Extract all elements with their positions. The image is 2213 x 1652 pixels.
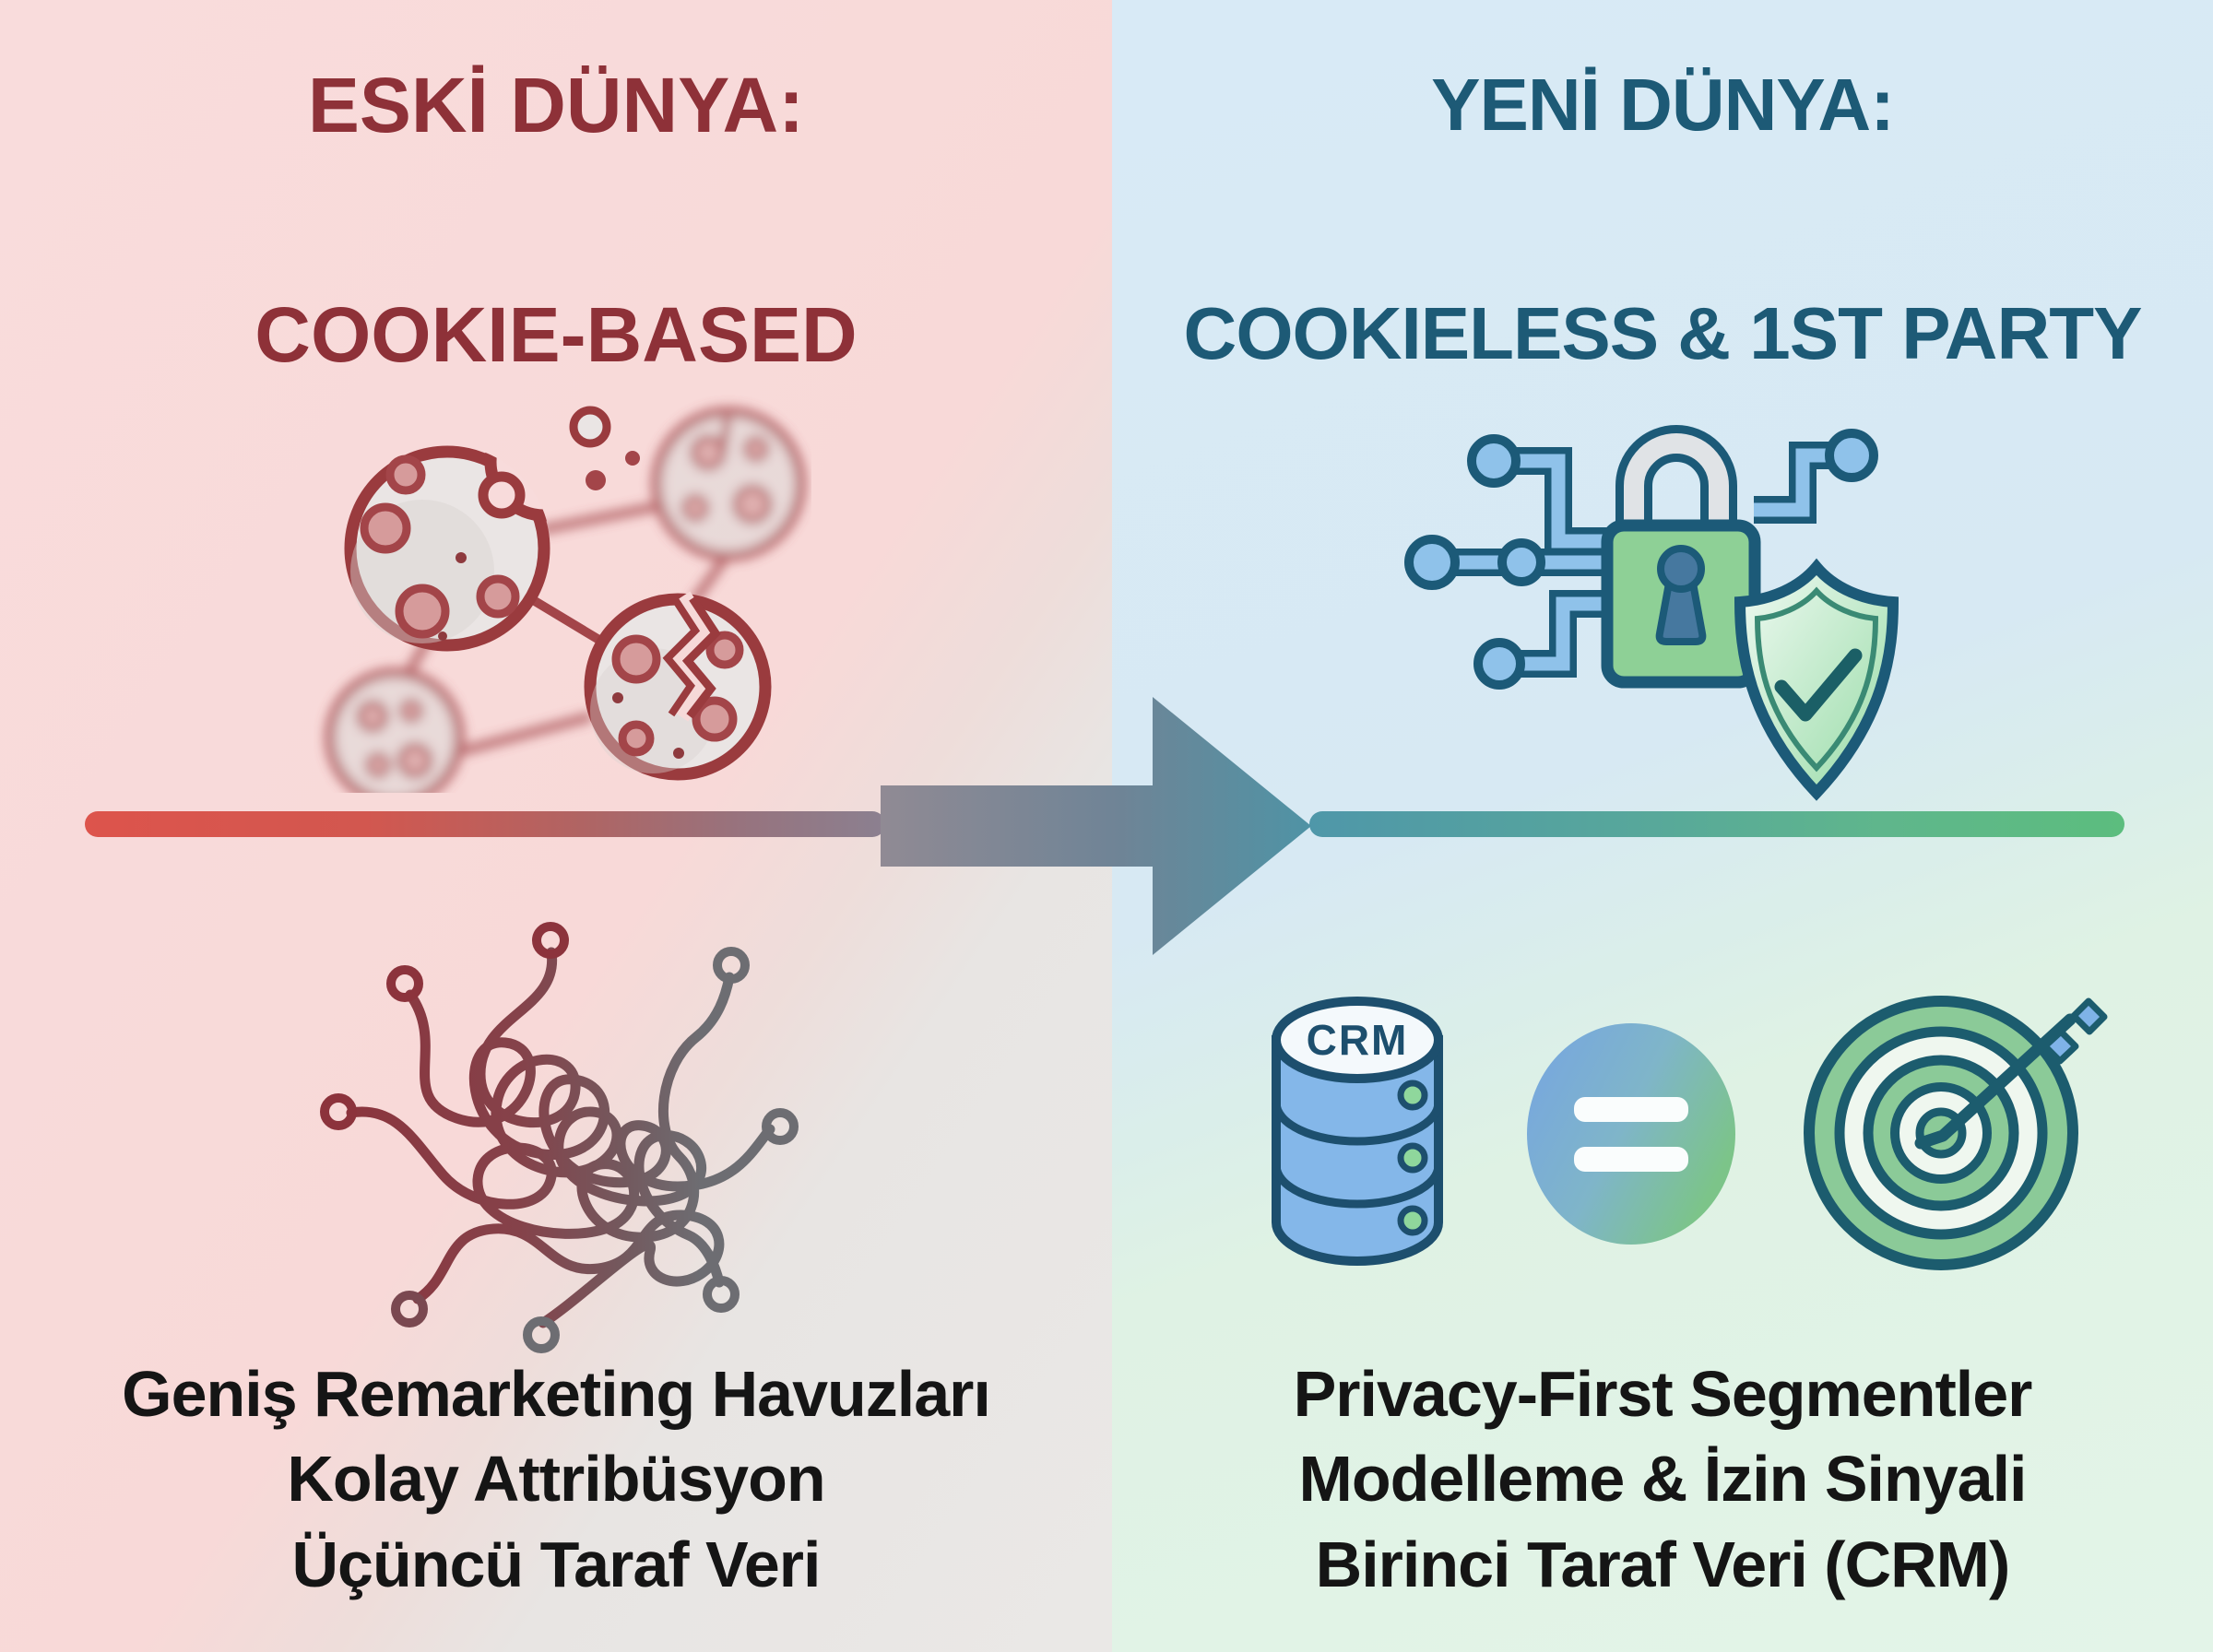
circuit-lines [1404,429,1878,690]
shield-checkmark [1734,558,1899,801]
database-cylinder: CRM [1272,997,1443,1266]
right-title-line2: COOKIELESS & 1ST PARTY [1183,292,2143,374]
left-panel-title: ESKİ DÜNYA: COOKIE-BASED [0,48,1112,392]
tangle-paths [346,947,775,1328]
feature-line: Privacy-First Segmentler [1293,1358,2033,1430]
broken-cookie-network-icon [314,355,811,793]
right-panel-title: YENİ DÜNYA: COOKIELESS & 1ST PARTY [1112,48,2213,391]
equals-icon [1526,1021,1738,1247]
blurred-cookie-top-right [651,407,806,561]
arrow-in-target [1914,997,2108,1150]
cookie-crumb [569,406,611,448]
tangled-lines-icon [309,908,825,1360]
right-feature-list: Privacy-First Segmentler Modelleme & İzi… [1112,1351,2213,1607]
keyhole [1655,545,1707,645]
lock-circuit-shield-icon [1383,419,1936,816]
right-title-line1: YENİ DÜNYA: [1431,64,1895,146]
timeline-green-line [1309,811,2124,837]
padlock-shackle [1615,425,1737,530]
feature-line: Modelleme & İzin Sinyali [1298,1443,2028,1516]
tangle-thread-ends [320,922,799,1353]
left-feature-list: Geniş Remarketing Havuzları Kolay Attrib… [0,1351,1112,1607]
blurred-cookie-bottom-left [325,667,465,793]
left-title-line2: COOKIE-BASED [254,290,858,378]
blurred-cookies [325,407,806,793]
feature-line: Üçüncü Taraf Veri [291,1528,821,1600]
crm-database-icon: CRM [1265,994,1450,1270]
feature-line: Geniş Remarketing Havuzları [122,1358,991,1430]
cookie-crumb [625,451,640,466]
timeline-red-line [85,811,885,837]
bitten-cookie [344,406,640,652]
cookie-crumb [586,470,606,490]
cookie-crack [665,591,717,722]
cookie-link-line [527,594,605,646]
transition-arrow-icon [881,691,1314,961]
feature-line: Birinci Taraf Veri (CRM) [1315,1528,2011,1600]
crm-label: CRM [1307,1016,1409,1064]
equals-sign [1527,1023,1735,1245]
padlock-body [1601,519,1761,689]
target-with-arrow-icon [1803,979,2125,1283]
feature-line: Kolay Attribüsyon [287,1443,825,1516]
left-title-line1: ESKİ DÜNYA: [307,62,805,148]
cracked-cookie [584,591,772,781]
